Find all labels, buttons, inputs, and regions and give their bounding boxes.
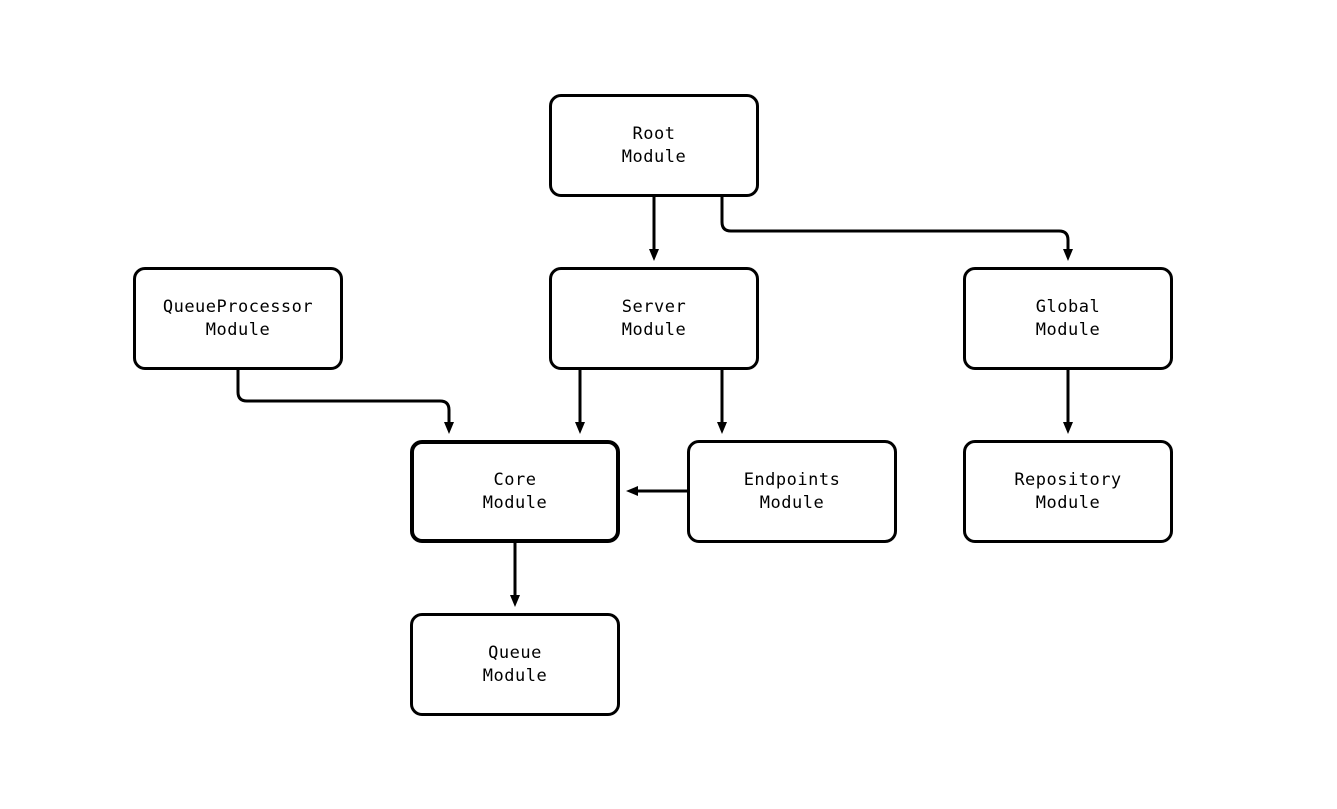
node-queueprocessor-module[interactable]: QueueProcessor Module <box>133 267 343 370</box>
node-repository-module-label: Repository Module <box>1014 469 1122 513</box>
node-core-module-label: Core Module <box>482 469 548 513</box>
node-global-module[interactable]: Global Module <box>963 267 1173 370</box>
node-root-module[interactable]: Root Module <box>549 94 759 197</box>
node-server-module[interactable]: Server Module <box>549 267 759 370</box>
node-queue-module-label: Queue Module <box>482 642 548 686</box>
node-server-module-label: Server Module <box>621 296 687 340</box>
node-endpoints-module-label: Endpoints Module <box>743 469 841 513</box>
node-repository-module[interactable]: Repository Module <box>963 440 1173 543</box>
node-endpoints-module[interactable]: Endpoints Module <box>687 440 897 543</box>
edge-queueprocessor-to-core <box>236 370 454 434</box>
node-queueprocessor-module-label: QueueProcessor Module <box>162 296 314 340</box>
node-root-module-label: Root Module <box>621 123 687 167</box>
edge-root-to-global <box>720 197 1073 261</box>
node-global-module-label: Global Module <box>1035 296 1101 340</box>
node-core-module[interactable]: Core Module <box>410 440 620 543</box>
node-queue-module[interactable]: Queue Module <box>410 613 620 716</box>
